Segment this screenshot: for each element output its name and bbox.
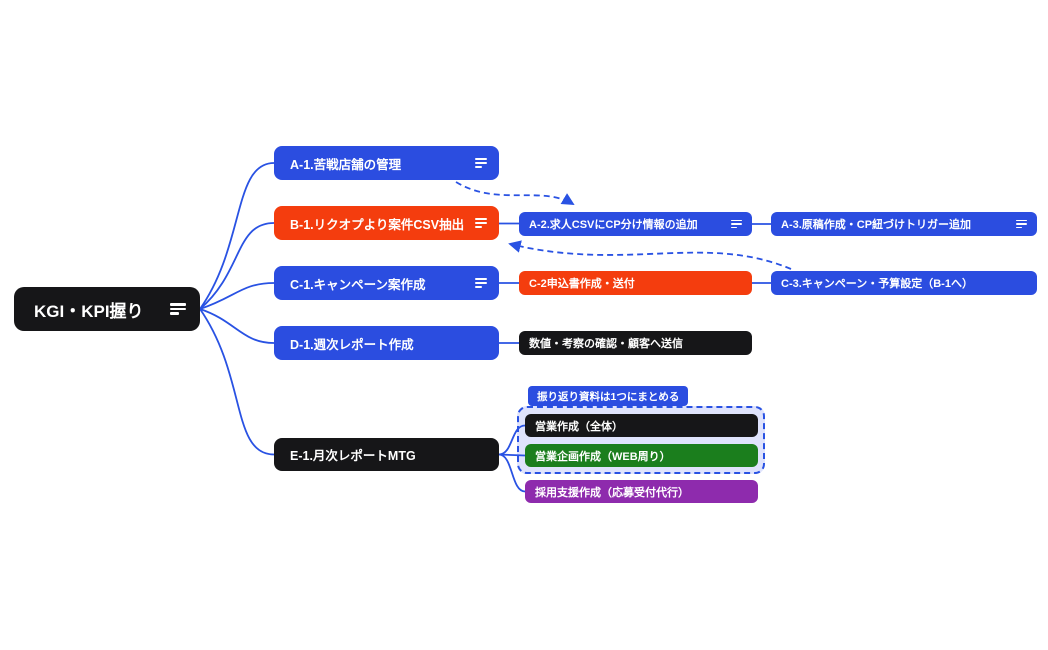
node-d1-label: D-1.週次レポート作成 — [290, 337, 414, 352]
node-c3-label: C-3.キャンペーン・予算設定（B-1へ） — [781, 278, 973, 290]
node-c1-campaign-draft[interactable]: C-1.キャンペーン案作成 — [274, 266, 499, 300]
node-sales-planning-web[interactable]: 営業企画作成（WEB周り） — [525, 444, 758, 467]
edge-root-d1 — [199, 308, 275, 344]
node-a3-draft-cp-trigger[interactable]: A-3.原稿作成・CP紐づけトリガー追加 — [771, 212, 1037, 236]
node-a2-label: A-2.求人CSVにCP分け情報の追加 — [529, 219, 698, 231]
edge-root-c1 — [199, 282, 275, 310]
node-root-kgi-kpi[interactable]: KGI・KPI握り — [14, 287, 200, 331]
notes-icon[interactable] — [1016, 219, 1027, 229]
node-e1-monthly-report-mtg[interactable]: E-1.月次レポートMTG — [274, 438, 499, 471]
node-a1-struggling-stores[interactable]: A-1.苦戦店舗の管理 — [274, 146, 499, 180]
node-a3-label: A-3.原稿作成・CP紐づけトリガー追加 — [781, 219, 972, 231]
node-a2-csv-cp-info[interactable]: A-2.求人CSVにCP分け情報の追加 — [519, 212, 752, 236]
notes-icon[interactable] — [475, 218, 487, 228]
node-c2-label: C-2申込書作成・送付 — [529, 278, 635, 290]
notes-icon[interactable] — [170, 303, 186, 315]
node-e2a-label: 営業作成（全体） — [535, 420, 623, 433]
group-label-text: 振り返り資料は1つにまとめる — [537, 390, 680, 403]
node-c2-application-form[interactable]: C-2申込書作成・送付 — [519, 271, 752, 295]
node-d2-check-send-client[interactable]: 数値・考察の確認・顧客へ送信 — [519, 331, 752, 355]
node-e1-label: E-1.月次レポートMTG — [290, 449, 416, 463]
edge-root-e1 — [199, 308, 275, 456]
notes-icon[interactable] — [475, 278, 487, 288]
node-sales-material-overall[interactable]: 営業作成（全体） — [525, 414, 758, 437]
node-root-label: KGI・KPI握り — [34, 301, 144, 321]
dashed-arrow-c3-b1 — [508, 240, 792, 270]
node-b1-csv-extract[interactable]: B-1.リクオプより案件CSV抽出 — [274, 206, 499, 240]
edge-root-b1 — [199, 222, 275, 310]
edge-root-a1 — [199, 162, 275, 310]
node-c1-label: C-1.キャンペーン案作成 — [290, 277, 426, 292]
node-b1-label: B-1.リクオプより案件CSV抽出 — [290, 217, 465, 232]
notes-icon[interactable] — [475, 158, 487, 168]
dashed-arrow-a1-a2 — [455, 181, 575, 205]
node-d1-weekly-report[interactable]: D-1.週次レポート作成 — [274, 326, 499, 360]
node-e2b-label: 営業企画作成（WEB周り） — [535, 450, 671, 463]
node-e3-label: 採用支援作成（応募受付代行） — [535, 486, 689, 499]
node-recruiting-support[interactable]: 採用支援作成（応募受付代行） — [525, 480, 758, 503]
node-c3-campaign-budget[interactable]: C-3.キャンペーン・予算設定（B-1へ） — [771, 271, 1037, 295]
node-a1-label: A-1.苦戦店舗の管理 — [290, 157, 402, 172]
group-label-combine-materials[interactable]: 振り返り資料は1つにまとめる — [528, 386, 689, 406]
node-d2-label: 数値・考察の確認・顧客へ送信 — [529, 338, 683, 350]
notes-icon[interactable] — [731, 219, 742, 229]
